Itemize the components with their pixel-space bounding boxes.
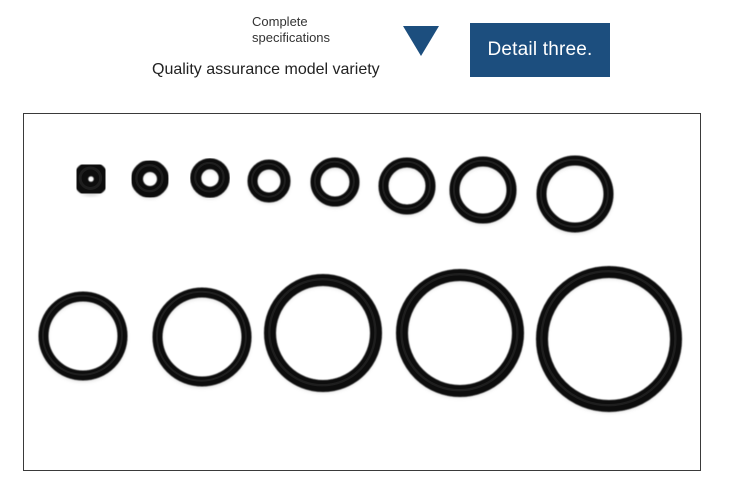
o-ring: [264, 274, 382, 392]
detail-badge: Detail three.: [470, 23, 610, 77]
specifications-label: Complete specifications: [252, 14, 331, 45]
o-ring: [536, 155, 614, 233]
triangle-down-icon: [403, 26, 439, 56]
o-ring: [378, 157, 436, 215]
tagline: Quality assurance model variety: [152, 61, 380, 78]
o-ring-photo: [38, 155, 682, 412]
o-ring: [536, 266, 682, 412]
o-ring: [190, 158, 230, 198]
o-ring: [73, 161, 109, 197]
o-ring: [396, 269, 524, 397]
o-ring: [310, 157, 360, 207]
product-photo-frame: [23, 113, 701, 471]
o-ring: [247, 159, 291, 203]
o-ring: [152, 287, 252, 387]
o-ring: [131, 160, 169, 198]
o-ring: [38, 291, 128, 381]
o-ring: [449, 156, 517, 224]
